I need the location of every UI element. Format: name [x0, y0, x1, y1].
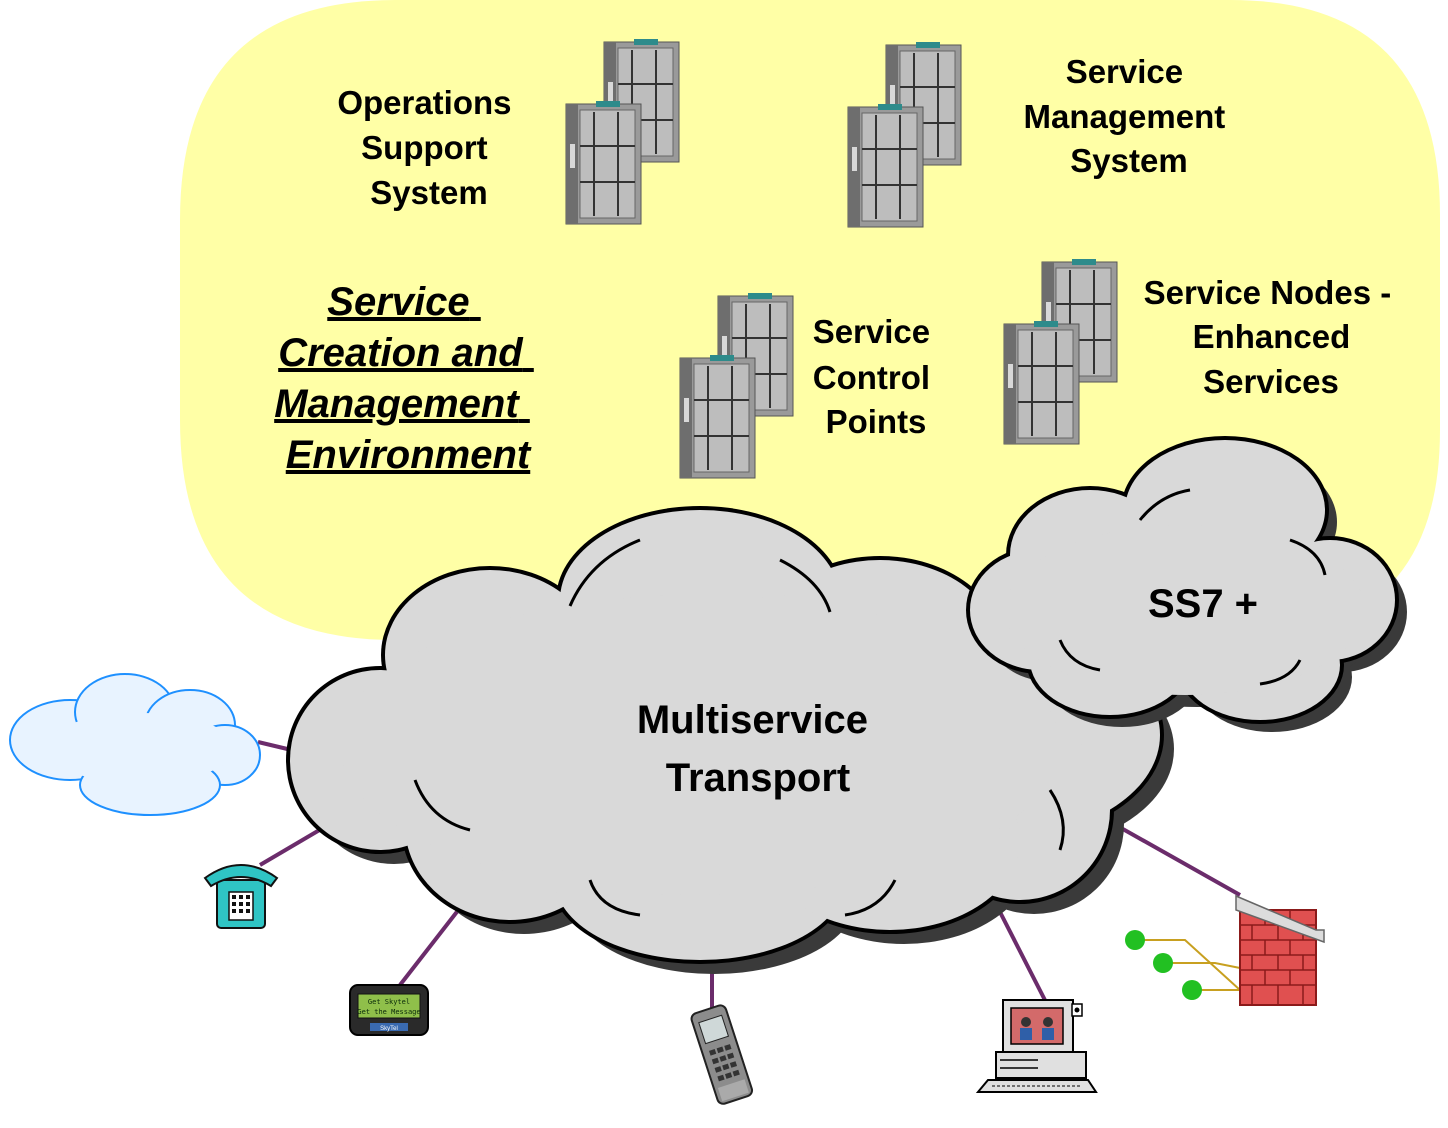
- sms-label-line-1: Service: [1066, 53, 1183, 90]
- sn-label: Service Nodes - Enhanced Services: [1144, 274, 1401, 400]
- pager-icon: Get Skytel Get the Message SkyTel: [349, 984, 429, 1036]
- pager-brand: SkyTel: [380, 1026, 398, 1032]
- scp-label-line-3: Points: [826, 403, 927, 440]
- sn-label-line-1: Service Nodes -: [1144, 274, 1392, 311]
- sn-label-line-2: Enhanced: [1193, 318, 1351, 355]
- scp-label: Service Control Points: [813, 313, 940, 440]
- ss7-cloud-detail: [1058, 488, 1327, 686]
- oss-label-line-2: Support: [361, 129, 487, 166]
- scp-label-line-2: Control: [813, 359, 930, 396]
- transport-label: Multiservice Transport: [637, 698, 879, 800]
- cell-phone-icon: [690, 1004, 754, 1105]
- environment-title-line-1: Service: [327, 280, 469, 324]
- sn-label-line-3: Services: [1203, 363, 1339, 400]
- firewall-icon: [1125, 894, 1325, 1006]
- network-cloud-icon: [9, 673, 261, 816]
- environment-title-line-2: Creation and: [278, 331, 524, 375]
- transport-label-line-1: Multiservice: [637, 698, 868, 742]
- link-computer: [998, 911, 1052, 1011]
- environment-title: Service Creation and Management Environm…: [274, 280, 534, 477]
- ss7-cloud: [970, 440, 1395, 720]
- sms-label-line-3: System: [1070, 142, 1187, 179]
- oss-label-line-1: Operations: [337, 84, 511, 121]
- pager-screen-line-2: Get the Message: [357, 1008, 420, 1016]
- pager-screen-line-1: Get Skytel: [368, 998, 410, 1006]
- environment-title-line-4: Environment: [286, 433, 532, 477]
- environment-title-line-3: Management: [274, 382, 520, 426]
- oss-label: Operations Support System: [337, 84, 520, 211]
- ss7-label: SS7 +: [1148, 582, 1258, 626]
- desktop-computer-icon: [975, 999, 1098, 1093]
- sms-label: Service Management System: [1024, 53, 1235, 179]
- scp-label-line-1: Service: [813, 313, 930, 350]
- oss-label-line-3: System: [370, 174, 487, 211]
- sms-label-line-2: Management: [1024, 98, 1226, 135]
- transport-label-line-2: Transport: [666, 756, 850, 800]
- telephone-icon: [203, 864, 279, 929]
- environment-bubble: [180, 0, 1440, 640]
